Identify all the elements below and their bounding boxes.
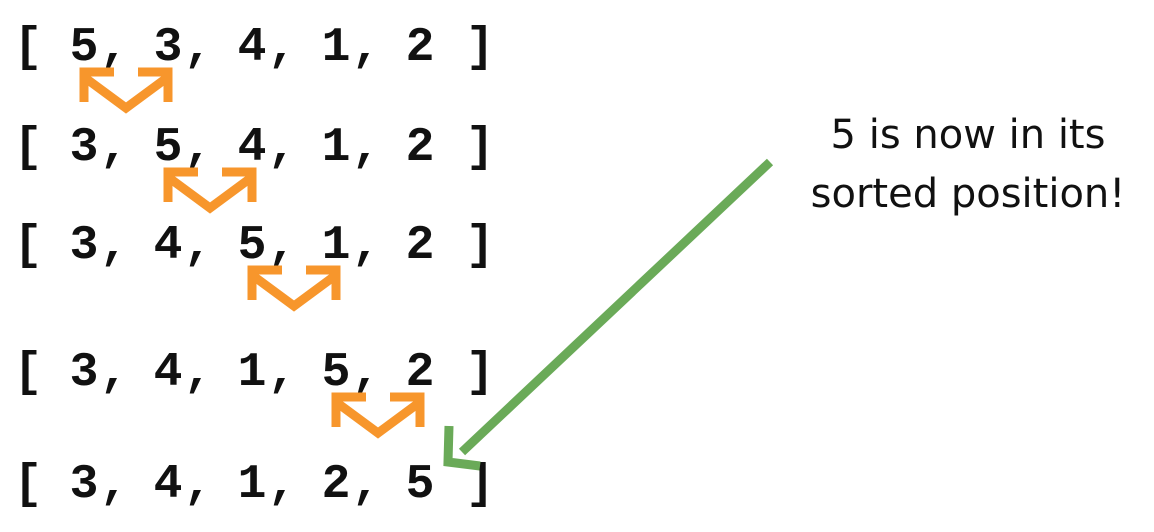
comma-separator: , (100, 21, 129, 75)
annotation-line-1: 5 is now in its (831, 112, 1106, 158)
array-value: 3 (70, 346, 99, 400)
array-value: 2 (406, 219, 435, 273)
array-value: 3 (70, 121, 99, 175)
comma-separator: , (268, 219, 297, 273)
comma-separator: , (352, 121, 381, 175)
comma-separator: , (352, 219, 381, 273)
sorted-value: 5 (406, 458, 435, 512)
swap-arrow-connector (165, 173, 255, 214)
close-bracket: ] (466, 121, 495, 175)
open-bracket: [ (14, 121, 43, 175)
array-value: 5 (322, 346, 351, 400)
open-bracket: [ (14, 346, 43, 400)
array-value: 2 (406, 21, 435, 75)
swap-arrow (79, 67, 173, 114)
array-value: 4 (154, 458, 183, 512)
comma-separator: , (268, 21, 297, 75)
array-value: 1 (322, 21, 351, 75)
close-bracket: ] (466, 219, 495, 273)
array-row: [3,4,5,1,2] (14, 219, 495, 273)
array-value: 1 (238, 458, 267, 512)
comma-separator: , (100, 219, 129, 273)
array-value: 5 (70, 21, 99, 75)
array-value: 1 (322, 219, 351, 273)
array-row: [3,4,1,2,5] (14, 458, 495, 512)
array-row: [3,5,4,1,2] (14, 121, 495, 175)
comma-separator: , (184, 21, 213, 75)
close-bracket: ] (466, 21, 495, 75)
comma-separator: , (268, 458, 297, 512)
open-bracket: [ (14, 458, 43, 512)
swap-arrow (247, 265, 341, 312)
swap-arrow-connector (249, 271, 339, 312)
comma-separator: , (352, 346, 381, 400)
swap-arrowhead-right (222, 167, 257, 202)
swap-arrowhead-left (331, 392, 366, 427)
sorted-annotation: 5 is now in its sorted position! (811, 112, 1126, 217)
swap-arrowhead-right (306, 265, 341, 300)
comma-separator: , (268, 121, 297, 175)
open-bracket: [ (14, 21, 43, 75)
swap-arrowhead-right (138, 67, 173, 102)
array-row: [5,3,4,1,2] (14, 21, 495, 75)
pointer-arrow (443, 158, 774, 471)
array-value: 4 (154, 219, 183, 273)
comma-separator: , (184, 219, 213, 273)
comma-separator: , (184, 121, 213, 175)
swap-arrows (79, 67, 425, 439)
swap-arrow-connector (81, 73, 171, 114)
array-value: 1 (322, 121, 351, 175)
comma-separator: , (352, 21, 381, 75)
array-value: 2 (406, 346, 435, 400)
close-bracket: ] (466, 346, 495, 400)
array-value: 5 (238, 219, 267, 273)
array-value: 4 (238, 121, 267, 175)
swap-arrow (331, 392, 425, 439)
array-row: [3,4,1,5,2] (14, 346, 495, 400)
comma-separator: , (100, 121, 129, 175)
swap-arrowhead-right (390, 392, 425, 427)
swap-arrowhead-left (79, 67, 114, 102)
swap-arrowhead-left (247, 265, 282, 300)
array-value: 3 (154, 21, 183, 75)
swap-arrowhead-left (163, 167, 198, 202)
array-value: 3 (70, 219, 99, 273)
annotation-line-2: sorted position! (811, 171, 1126, 217)
swap-arrow-connector (333, 398, 423, 439)
array-value: 1 (238, 346, 267, 400)
array-value: 4 (238, 21, 267, 75)
open-bracket: [ (14, 219, 43, 273)
array-rows: [5,3,4,1,2][3,5,4,1,2][3,4,5,1,2][3,4,1,… (14, 21, 495, 512)
comma-separator: , (352, 458, 381, 512)
array-value: 4 (154, 346, 183, 400)
pointer-arrow-head (443, 425, 481, 471)
comma-separator: , (268, 346, 297, 400)
comma-separator: , (184, 458, 213, 512)
array-value: 5 (154, 121, 183, 175)
array-value: 2 (406, 121, 435, 175)
comma-separator: , (100, 346, 129, 400)
array-value: 2 (322, 458, 351, 512)
swap-arrow (163, 167, 257, 214)
array-value: 3 (70, 458, 99, 512)
comma-separator: , (100, 458, 129, 512)
comma-separator: , (184, 346, 213, 400)
pointer-arrow-shaft (458, 158, 774, 456)
